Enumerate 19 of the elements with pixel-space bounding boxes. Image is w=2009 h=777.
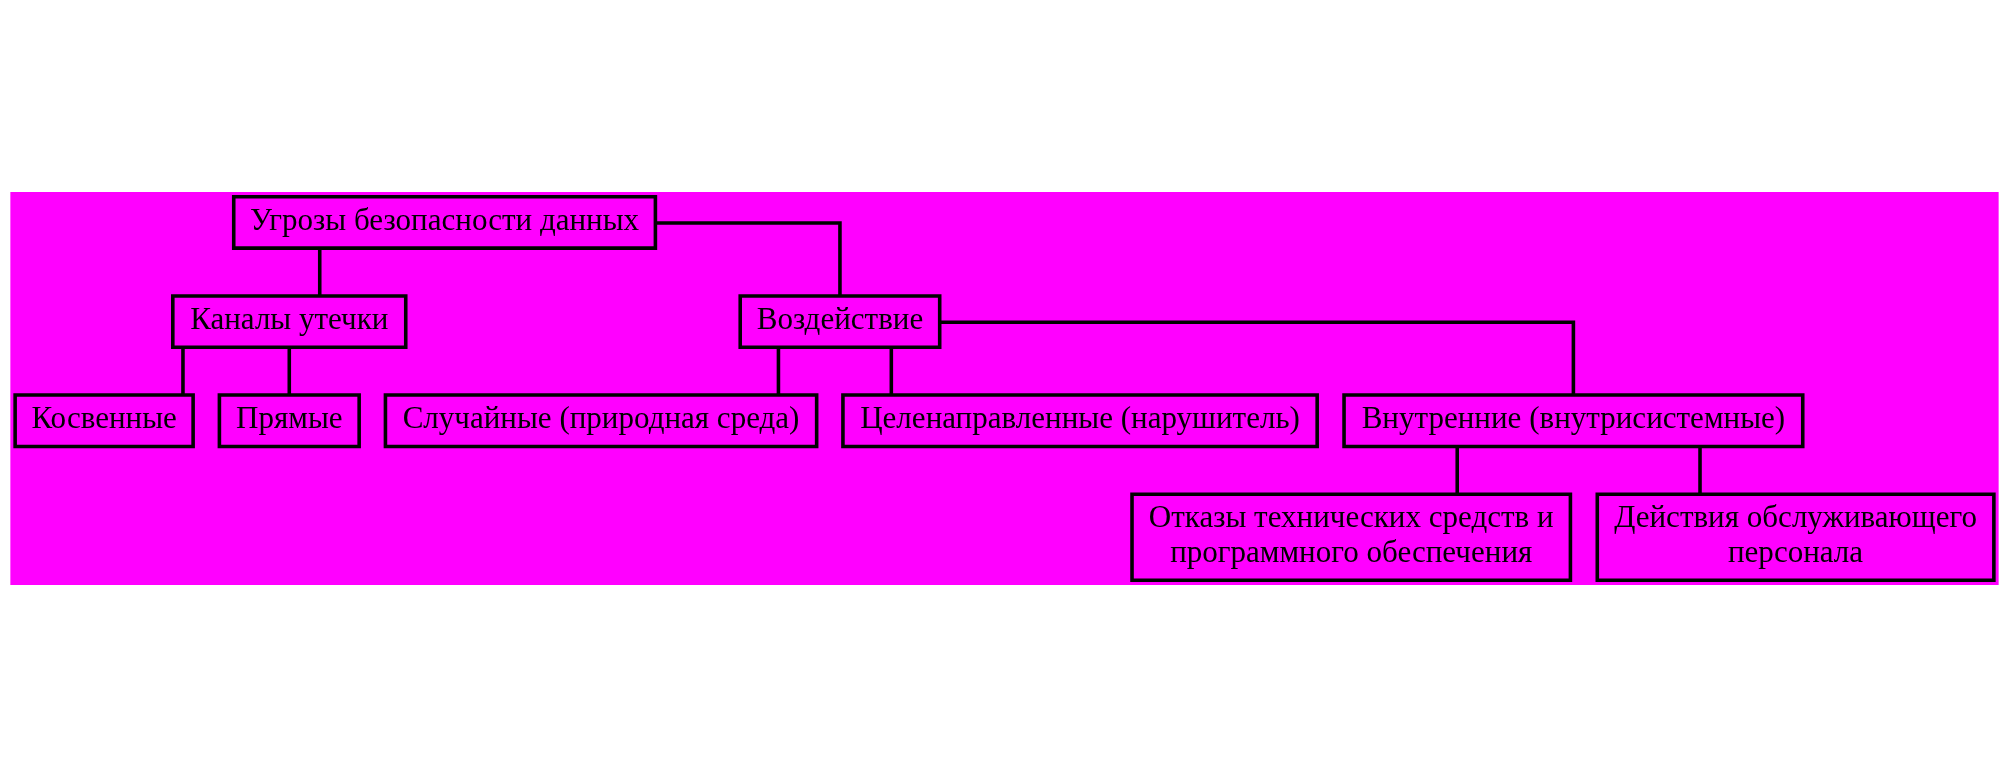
connector <box>940 320 1576 395</box>
node-box: Действия обслуживающего персонала <box>1595 492 1996 582</box>
connector <box>1455 446 1459 495</box>
node-box: Случайные (природная среда) <box>383 393 819 449</box>
node-box: Воздействие <box>738 294 942 350</box>
node-box: Каналы утечки <box>171 294 408 350</box>
node-box: Косвенные <box>13 393 195 449</box>
node-box: Внутренние (внутрисистемные) <box>1342 393 1805 449</box>
connector <box>655 221 842 296</box>
connector <box>776 347 781 395</box>
connector <box>1698 446 1702 495</box>
connector <box>287 347 292 395</box>
connector <box>181 347 185 395</box>
node-box: Прямые <box>217 393 361 449</box>
node-box: Угрозы безопасности данных <box>231 195 658 250</box>
node-box: Отказы технических средств и программного обеспечения <box>1130 492 1573 582</box>
node-box: Целенаправленные (нарушитель) <box>841 393 1319 449</box>
connector <box>889 347 894 395</box>
connector <box>317 248 322 296</box>
